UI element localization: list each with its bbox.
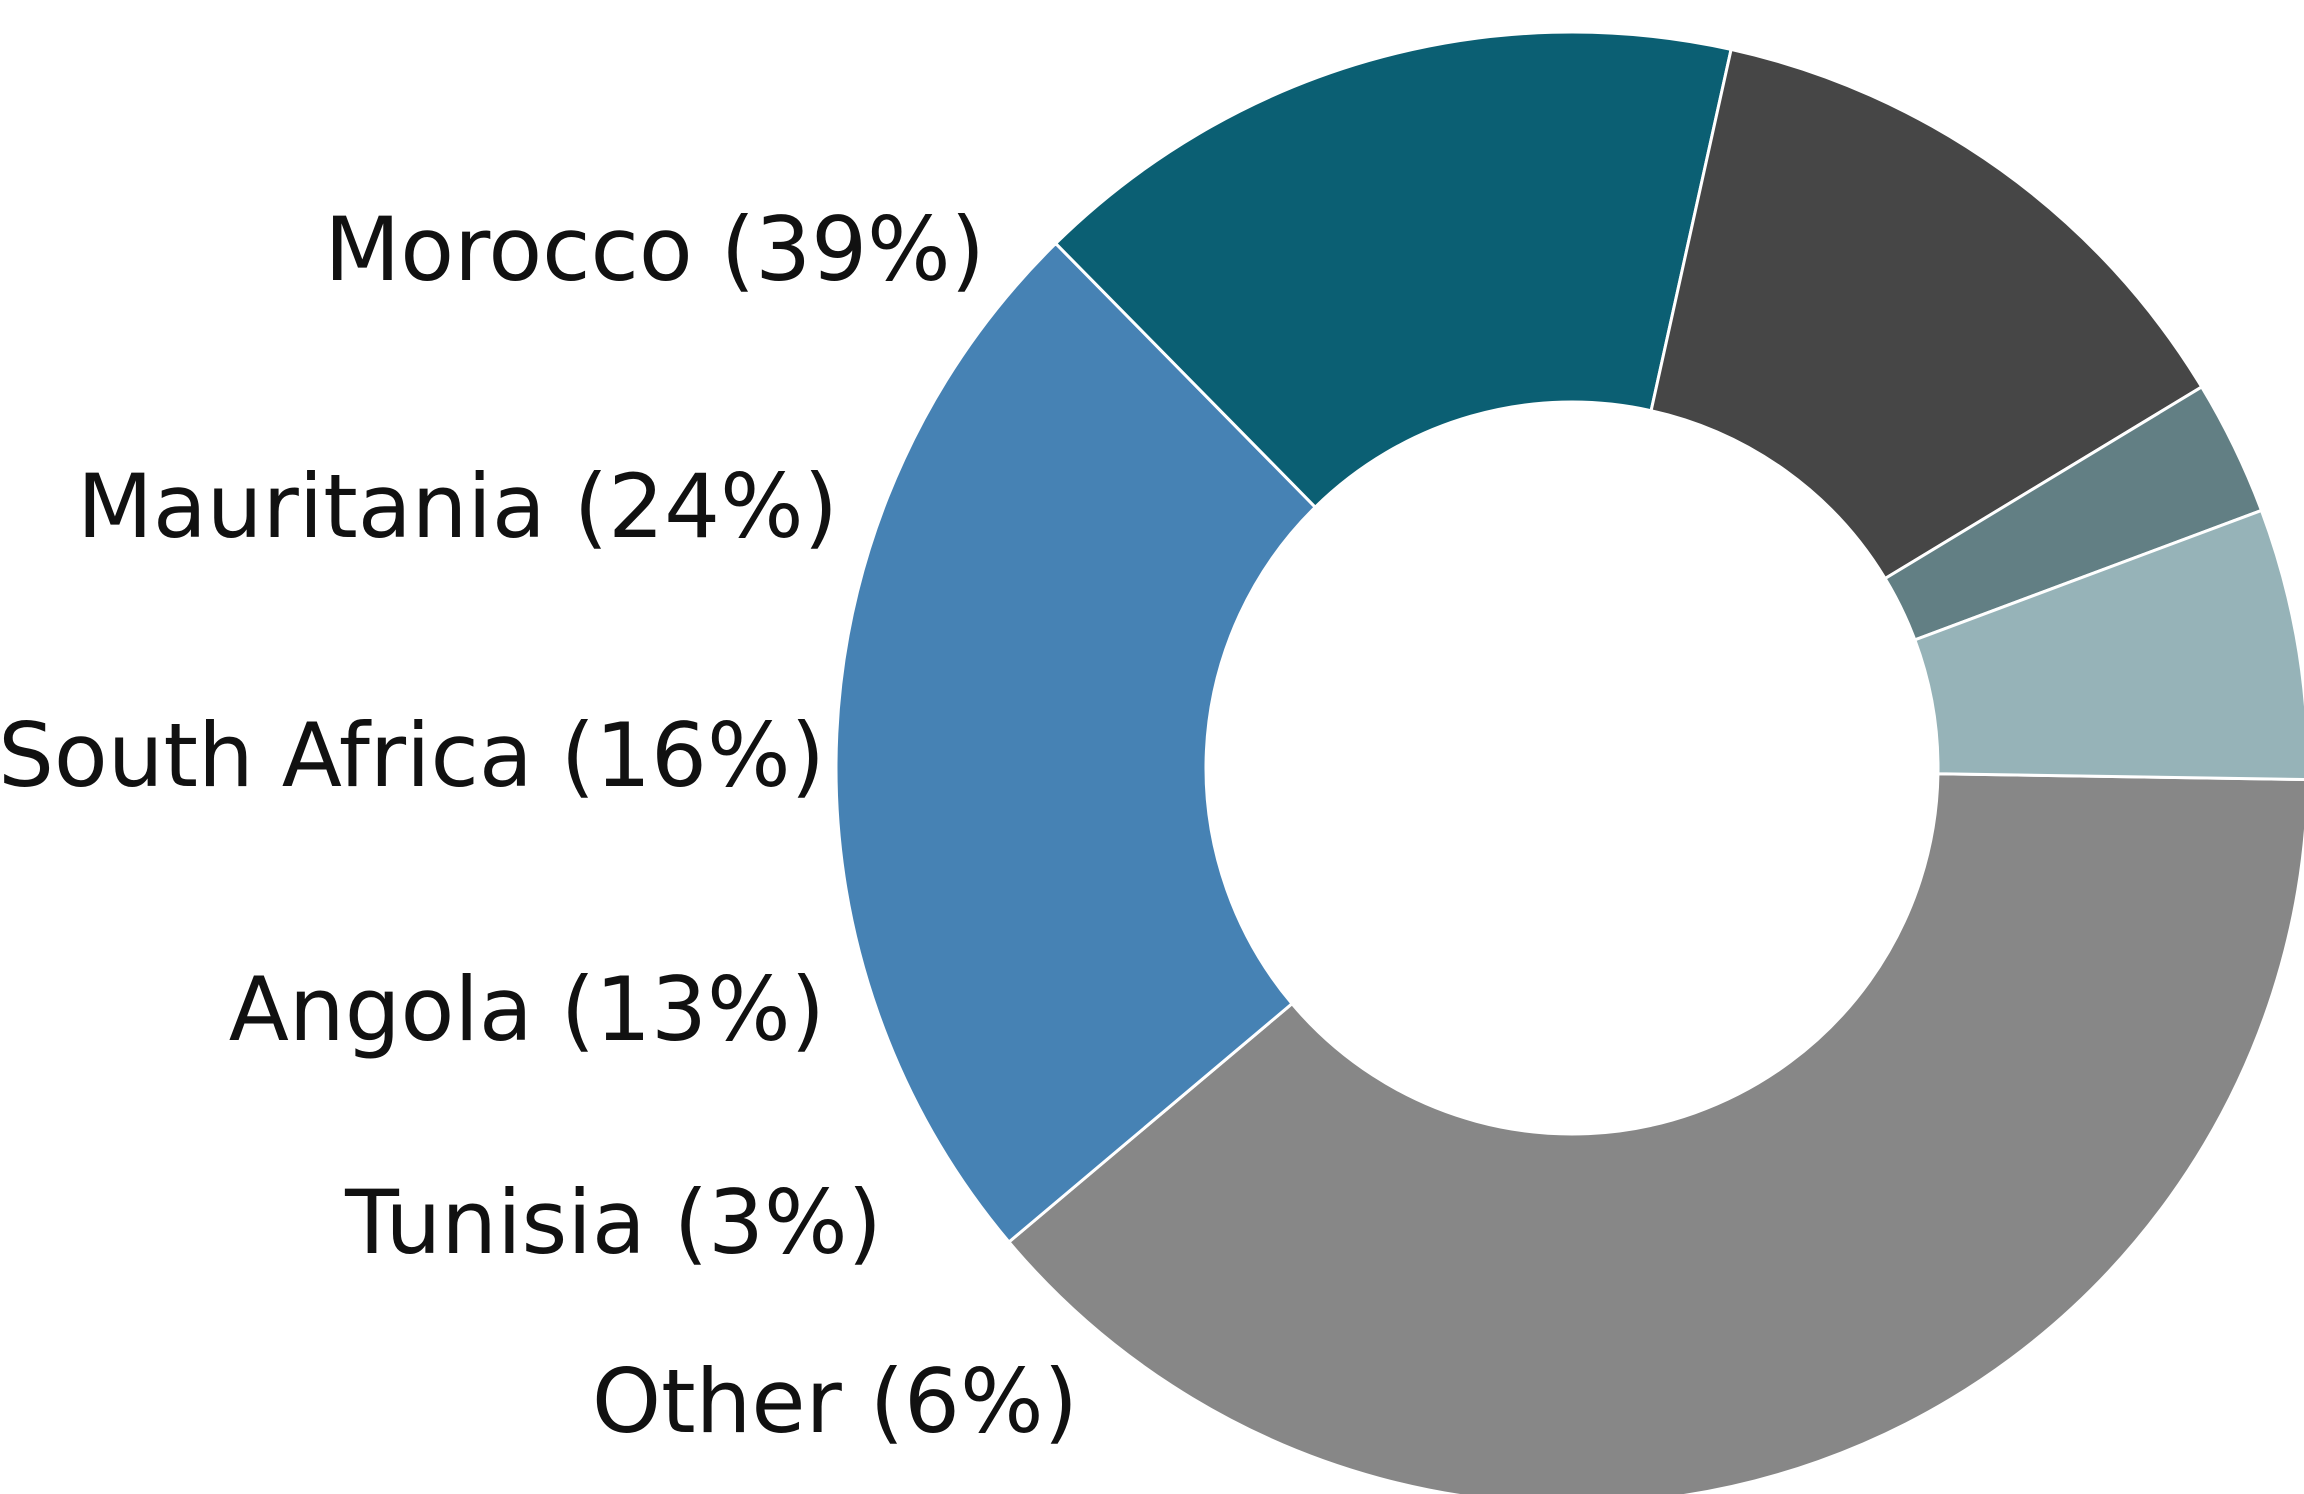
slice-angola	[1649, 47, 2204, 581]
slice-mauritania	[834, 241, 1318, 1245]
label-south-africa: South Africa (16%)	[0, 704, 825, 807]
label-other: Other (6%)	[592, 1350, 1078, 1453]
label-tunisia: Tunisia (3%)	[344, 1171, 882, 1274]
donut-slices	[834, 30, 2304, 1494]
slice-other	[1912, 508, 2304, 781]
label-mauritania: Mauritania (24%)	[77, 455, 838, 558]
slice-labels: Morocco (39%) Mauritania (24%) South Afr…	[0, 198, 1078, 1453]
slice-south-africa	[1053, 30, 1733, 510]
label-angola: Angola (13%)	[229, 958, 825, 1061]
label-morocco: Morocco (39%)	[324, 198, 985, 301]
slice-morocco	[1006, 772, 2304, 1494]
